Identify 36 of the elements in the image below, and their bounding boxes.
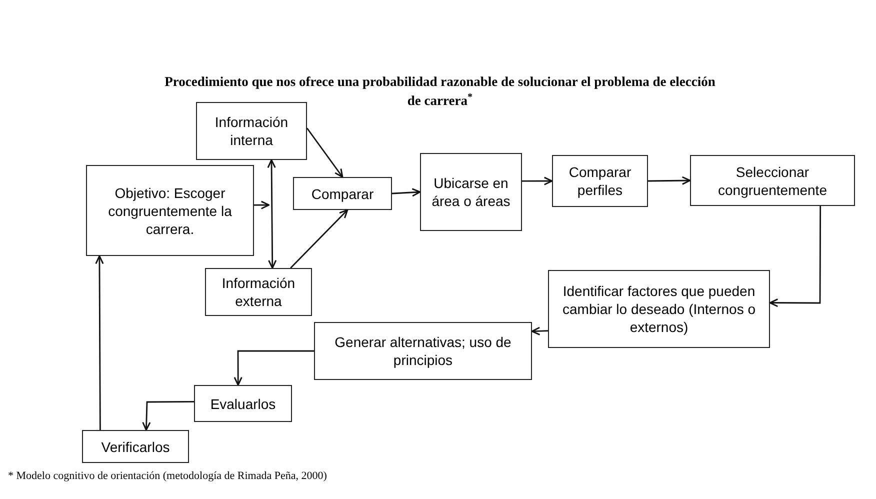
box-label: Comparar perfiles bbox=[568, 163, 632, 199]
arrow bbox=[648, 176, 691, 185]
process-box bbox=[194, 385, 292, 422]
arrow bbox=[392, 188, 421, 197]
process-box bbox=[205, 268, 312, 316]
arrow bbox=[267, 159, 277, 269]
arrow bbox=[234, 350, 314, 386]
arrow bbox=[531, 326, 548, 336]
arrow bbox=[95, 255, 104, 430]
box-label: Información externa bbox=[220, 274, 296, 310]
process-box bbox=[314, 322, 532, 380]
diagram-title: Procedimiento que nos ofrece una probabilidad razonable de solucionar el problema de elección de carrera$^{*}$ bbox=[164, 73, 716, 110]
process-box bbox=[196, 102, 307, 160]
arrow bbox=[522, 176, 553, 186]
arrow bbox=[254, 200, 270, 210]
footnote: * Modelo cognitivo de orientación (metodología de Rimada Peña, 2000) bbox=[8, 469, 327, 484]
box-label: Ubicarse en área o áreas bbox=[430, 174, 512, 210]
box-label: Comparar bbox=[311, 184, 374, 202]
box-label: Evaluarlos bbox=[210, 394, 276, 412]
box-label: Seleccionar congruentemente bbox=[717, 162, 828, 198]
process-box bbox=[82, 430, 189, 463]
process-box bbox=[420, 153, 522, 231]
process-box bbox=[690, 155, 855, 206]
box-label: Identificar factores que pueden cambiar lo deseado (Internos o externos) bbox=[562, 282, 756, 336]
box-label: Generar alternativas; uso de principios bbox=[334, 333, 512, 369]
box-label: Verificarlos bbox=[101, 438, 170, 456]
process-box bbox=[86, 165, 254, 256]
process-box bbox=[552, 155, 648, 207]
arrow bbox=[769, 206, 822, 308]
process-box bbox=[293, 177, 392, 210]
box-label: Información interna bbox=[214, 113, 290, 149]
arrow bbox=[306, 128, 344, 178]
arrow bbox=[290, 209, 348, 268]
process-box bbox=[548, 270, 770, 348]
box-label: Objetivo: Escoger congruentemente la carrera. bbox=[107, 184, 233, 238]
arrow bbox=[142, 400, 194, 431]
